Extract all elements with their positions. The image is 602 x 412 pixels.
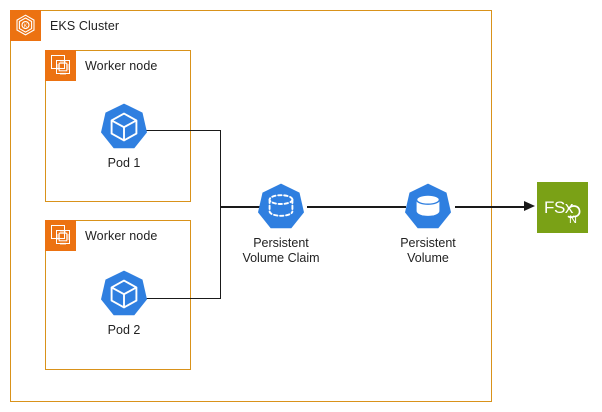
eks-cluster-icon: K xyxy=(10,10,41,41)
kubernetes-pod-icon xyxy=(98,268,150,320)
connector-pod2-to-spine xyxy=(145,297,221,299)
persistent-volume-node: Persistent Volume xyxy=(380,181,476,266)
connector-spine-vertical xyxy=(219,130,221,299)
aws-fsx-netapp-ontap-node: FSx N xyxy=(537,182,588,233)
worker-node-group-box-1 xyxy=(45,50,191,202)
worker-node-header-1: Worker node xyxy=(45,50,157,81)
pod-1-node: Pod 1 xyxy=(76,101,172,171)
worker-node-label-1: Worker node xyxy=(85,58,158,73)
kubernetes-pod-icon xyxy=(98,101,150,153)
worker-node-header-2: Worker node xyxy=(45,220,157,251)
kubernetes-pvc-icon xyxy=(255,181,307,233)
aws-fsx-netapp-ontap-icon: FSx N xyxy=(537,182,588,233)
persistent-volume-label: Persistent Volume xyxy=(400,236,456,265)
kubernetes-pv-icon xyxy=(402,181,454,233)
pod-1-label: Pod 1 xyxy=(107,156,141,170)
worker-node-icon xyxy=(45,220,76,251)
svg-text:FSx: FSx xyxy=(544,198,574,217)
worker-node-icon xyxy=(45,50,76,81)
worker-node-label-2: Worker node xyxy=(85,228,158,243)
connector-pod1-to-spine xyxy=(145,130,221,132)
connector-pv-to-fsx xyxy=(455,206,527,208)
arrowhead-icon xyxy=(524,201,535,211)
connector-spine-to-pvc xyxy=(219,206,260,208)
eks-cluster-group-box xyxy=(10,10,492,402)
pod-2-label: Pod 2 xyxy=(107,323,141,337)
svg-text:N: N xyxy=(569,214,577,226)
worker-node-group-box-2 xyxy=(45,220,191,370)
persistent-volume-claim-label: Persistent Volume Claim xyxy=(242,236,320,265)
pod-2-node: Pod 2 xyxy=(76,268,172,338)
connector-pvc-to-pv xyxy=(307,206,406,208)
eks-cluster-label: EKS Cluster xyxy=(50,18,120,33)
eks-cluster-header: K EKS Cluster xyxy=(10,10,119,41)
persistent-volume-claim-node: Persistent Volume Claim xyxy=(233,181,329,266)
svg-text:K: K xyxy=(24,24,28,30)
